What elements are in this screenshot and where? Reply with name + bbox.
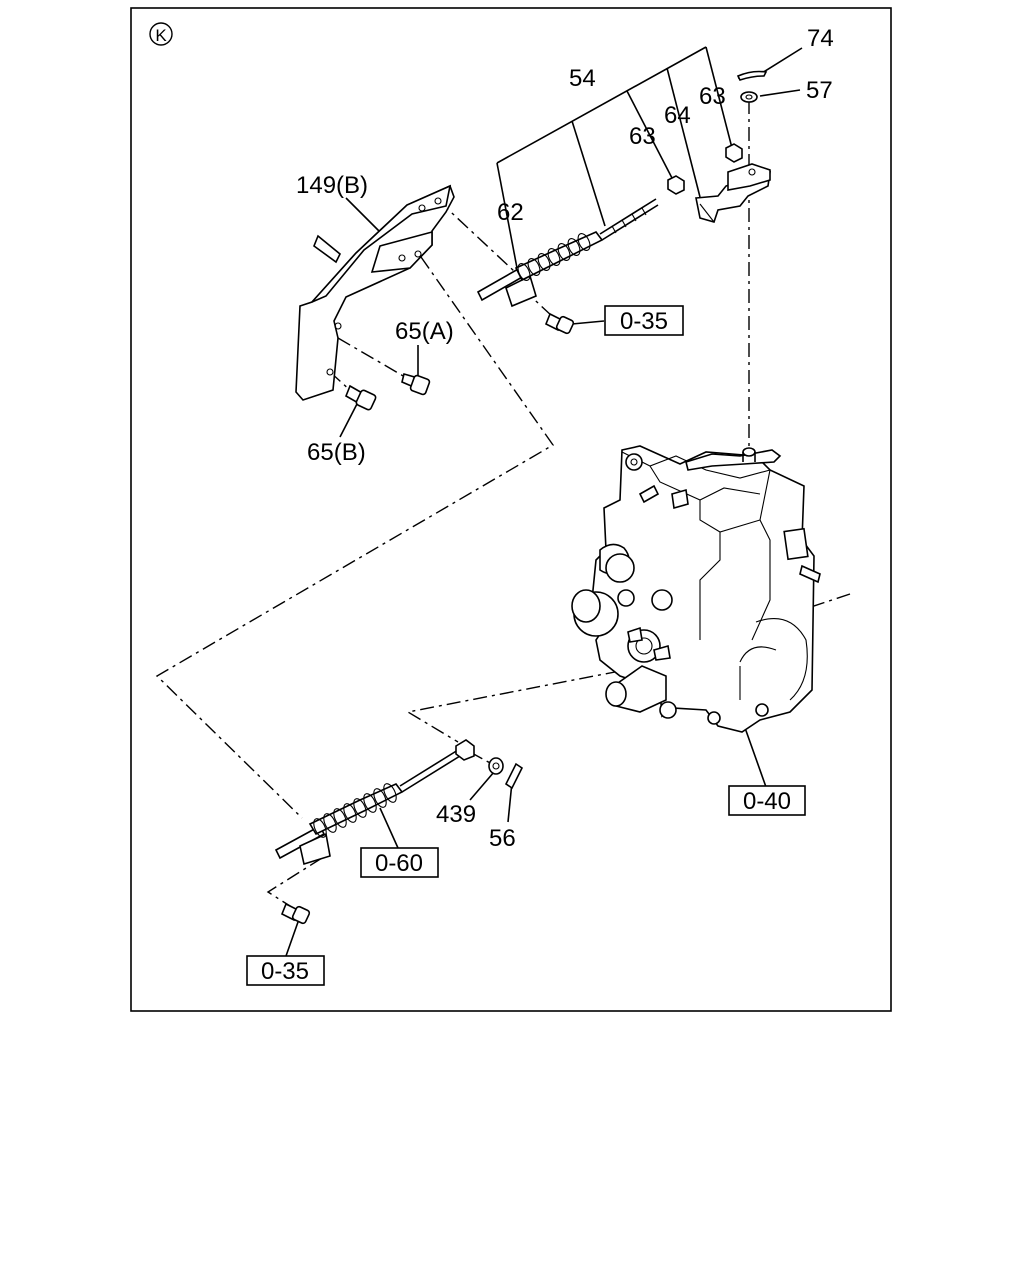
callout-149b: 149(B) (296, 172, 368, 199)
engine-assembly (571, 445, 821, 733)
diagram-frame (130, 7, 892, 1012)
leader-lines (285, 46, 803, 957)
callout-63-lower: 63 (629, 123, 656, 150)
bracket-149b (295, 184, 455, 401)
bolt-65b (344, 384, 377, 411)
cable-lower (274, 739, 475, 866)
sheet-marker: K (149, 22, 173, 46)
bracket-64 (695, 163, 771, 223)
callout-74: 74 (807, 25, 834, 52)
washer-57 (740, 91, 758, 103)
bolt-lower (280, 902, 311, 925)
callout-56: 56 (489, 825, 516, 852)
clip-56 (504, 762, 524, 790)
bolt-65a (401, 373, 431, 396)
ref-0-35-top: 0-35 (620, 308, 668, 335)
clip-74 (736, 70, 768, 81)
nut-63-left (667, 175, 685, 195)
callout-54: 54 (569, 65, 596, 92)
callout-65b: 65(B) (307, 439, 366, 466)
ref-box-0-60: 0-60 (360, 847, 439, 878)
callout-65a: 65(A) (395, 318, 454, 345)
callout-57: 57 (806, 77, 833, 104)
washer-439 (488, 757, 504, 775)
callout-labels: 74 57 54 63 64 63 62 149(B) 65(A) 65(B) … (296, 25, 834, 852)
callout-62: 62 (497, 199, 524, 226)
callout-63-upper: 63 (699, 83, 726, 110)
ref-box-0-40: 0-40 (728, 785, 806, 816)
callout-64: 64 (664, 102, 691, 129)
ref-box-0-35-top: 0-35 (604, 305, 684, 336)
ref-0-40: 0-40 (743, 788, 791, 815)
sheet-marker-letter: K (155, 26, 167, 45)
callout-439: 439 (436, 801, 476, 828)
bolt-upper (544, 312, 575, 335)
nut-63-right (725, 143, 743, 163)
cable-62 (476, 198, 659, 308)
reference-boxes: 0-35 0-40 0-60 0-35 (246, 305, 806, 986)
ref-box-0-35-bottom: 0-35 (246, 955, 325, 986)
assembly-lines (155, 100, 851, 907)
ref-0-35-bottom: 0-35 (261, 958, 309, 985)
ref-0-60: 0-60 (375, 850, 423, 877)
